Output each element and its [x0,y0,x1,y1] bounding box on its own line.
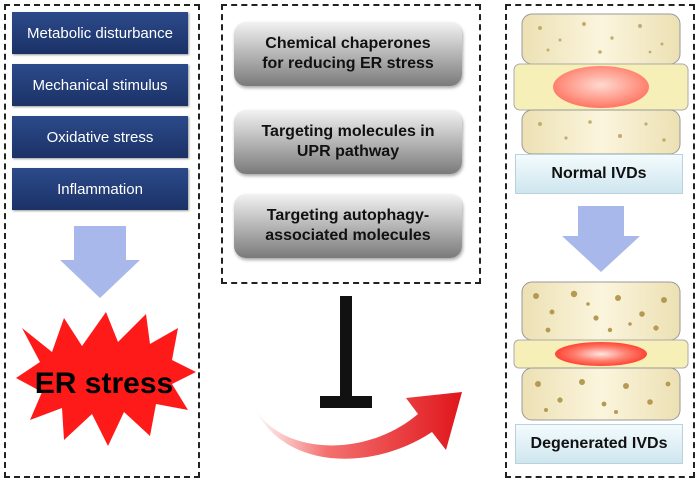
causes-panel [4,4,200,478]
therapies-panel [221,4,481,284]
therapy-upr-pathway: Targeting molecules in UPR pathway [234,110,462,174]
degenerated-ivds-label: Degenerated IVDs [515,424,683,464]
therapy-chemical-chaperones: Chemical chaperones for reducing ER stre… [234,22,462,86]
factor-metabolic-disturbance: Metabolic disturbance [12,12,188,54]
factor-inflammation: Inflammation [12,168,188,210]
normal-ivds-label: Normal IVDs [515,154,683,194]
er-stress-burst [16,312,196,446]
arrow-down-left [60,226,140,298]
red-curved-arrow [254,392,462,459]
inhibition-stem [340,296,352,400]
normal-disc-illustration [513,13,689,155]
inhibition-bar [320,396,372,408]
factor-oxidative-stress: Oxidative stress [12,116,188,158]
er-stress-label: ER stress [35,367,173,400]
degenerated-disc-illustration [513,281,689,421]
factor-mechanical-stimulus: Mechanical stimulus [12,64,188,106]
therapy-autophagy: Targeting autophagy- associated molecule… [234,194,462,258]
discs-panel [505,4,695,478]
arrow-down-right [562,206,640,272]
